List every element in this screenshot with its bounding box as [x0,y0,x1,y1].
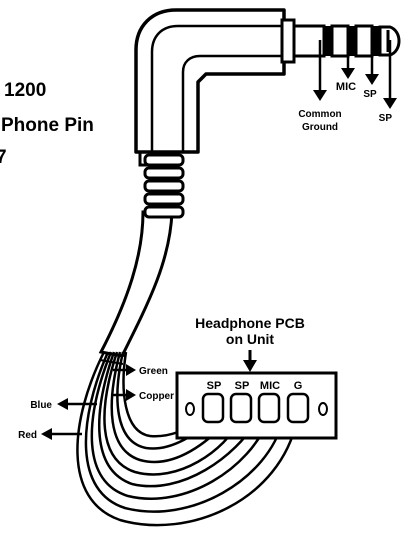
plug-pin-arrows [313,40,397,109]
plug [280,18,401,64]
jack-label-sp-right: SP [379,113,393,124]
wire-bands [99,351,126,365]
jack-label-sp-small: SP [363,89,377,100]
wire-label-blue: Blue [30,400,52,411]
pcb-pointer-arrow [243,350,257,372]
jack-label-ground: Ground [302,122,338,133]
mount-hole-left [185,402,195,416]
mount-hole-right [318,402,328,416]
title-line-3: 7 [0,147,7,168]
jack-body [134,8,286,154]
wire-label-green: Green [139,366,168,377]
pcb-board [175,371,338,440]
pcb-pin-label-3: MIC [260,380,280,392]
pcb-title-line-1: Headphone PCB [195,315,305,331]
wire-label-copper: Copper [139,391,174,402]
wire-callouts [41,364,136,440]
pcb-pin-label-4: G [294,380,303,392]
pcb-pad-mic [257,392,281,424]
pcb-pin-label-2: SP [235,380,250,392]
strain-relief [143,153,185,219]
pcb-pad-sp-1 [201,392,225,424]
pcb-pad-g [286,392,310,424]
title-line-2: Phone Pin [1,115,94,136]
jack-label-common: Common [298,109,341,120]
jack-label-mic: MIC [336,81,356,93]
wire-label-red: Red [18,430,37,441]
title-line-1: 1200 [4,80,46,101]
pcb-pad-sp-2 [229,392,253,424]
wires [76,351,299,527]
pcb-pin-label-1: SP [207,380,222,392]
pcb-title-line-2: on Unit [226,331,275,347]
